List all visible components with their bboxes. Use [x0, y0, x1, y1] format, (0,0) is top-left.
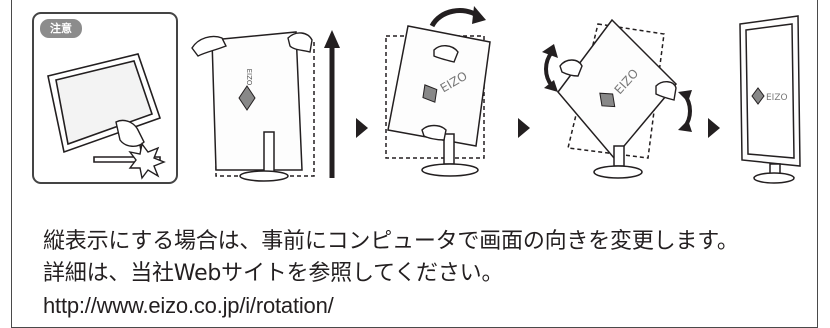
eizo-logo-text-4: EIZO [766, 93, 788, 103]
portrait-monitor-icon: EIZO [739, 15, 801, 184]
caution-collision-icon [47, 53, 166, 180]
rotation-url-link[interactable]: http://www.eizo.co.jp/i/rotation/ [43, 293, 334, 318]
arrow-right-icon-3 [708, 118, 720, 138]
rotate-monitor-icon: EIZO [542, 18, 692, 179]
up-arrow-icon [324, 30, 340, 178]
eizo-logo-text: EIZO [245, 69, 253, 86]
tilt-monitor-icon: EIZO [385, 6, 491, 177]
instruction-line-1: 縦表示にする場合は、事前にコンピュータで画面の向きを変更します。 [43, 229, 739, 254]
arrow-right-icon-2 [518, 118, 530, 138]
instructions: 縦表示にする場合は、事前にコンピュータで画面の向きを変更します。 詳細は、当社W… [43, 226, 818, 322]
caution-panel: 注意 [32, 12, 178, 184]
arrow-right-icon [356, 118, 368, 138]
lift-monitor-icon: EIZO [191, 31, 315, 182]
instruction-line-2: 詳細は、当社Webサイトを参照してください。 [43, 261, 504, 286]
caution-badge: 注意 [40, 19, 82, 38]
